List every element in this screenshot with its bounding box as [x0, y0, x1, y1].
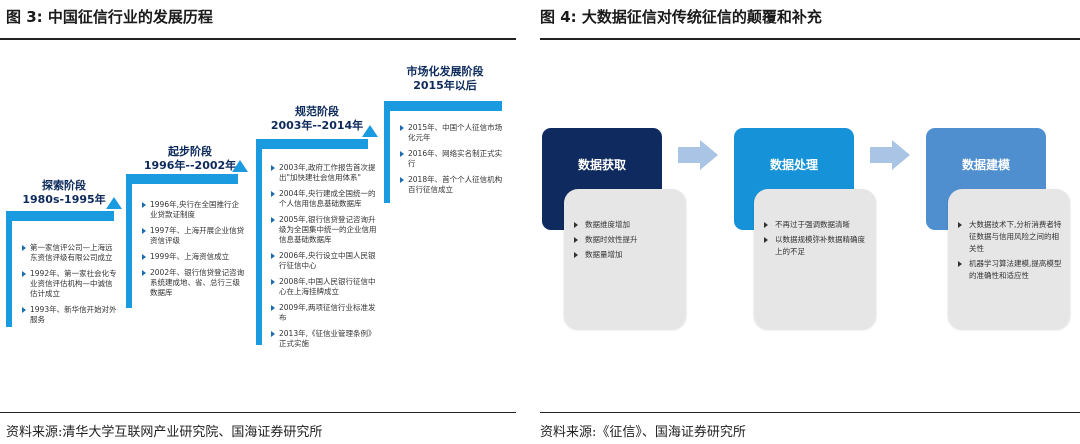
list-item: 2015年、中国个人征信市场化元年 [400, 123, 508, 143]
stage-3-title: 规范阶段 2003年--2014年 [270, 105, 364, 132]
stage-2-title: 起步阶段 1996年--2002年 [143, 145, 237, 172]
stage-2-bar [126, 174, 238, 184]
stage-2-items: 1996年,央行在全国推行企业贷款证制度 1997年、上海开展企业信贷资信评级 … [142, 200, 246, 304]
list-item: 数据时效性提升 [574, 234, 686, 246]
list-item: 大数据技术下,分析消费者特征数据与信用风险之间的相关性 [958, 219, 1064, 255]
list-item: 2008年,中国人民银行征信中心在上海挂牌成立 [271, 277, 377, 297]
stage-1-arrow [106, 197, 122, 209]
list-item: 2016年、网络实名制正式实行 [400, 149, 508, 169]
fig4-title: 图 4: 大数据征信对传统征信的颠覆和补充 [540, 8, 822, 26]
list-item: 1999年、上海资信成立 [142, 252, 246, 262]
list-item: 以数据规模弥补数据精确度上的不足 [764, 234, 868, 258]
list-item: 机器学习算法建模,提高模型的准确性和适应性 [958, 258, 1064, 282]
stage-1-items: 第一家信评公司—上海远东资信评级有限公司成立 1992年、第一家社会化专业资信评… [22, 243, 118, 331]
list-item: 2003年,政府工作报告首次提出"加快建社会信用体系" [271, 163, 377, 183]
stage-2-arrow [232, 160, 248, 172]
fig3-top-rule [0, 38, 516, 40]
fig4-bottom-rule [540, 412, 1080, 413]
fig3-title: 图 3: 中国征信行业的发展历程 [6, 8, 213, 26]
step-label: 数据处理 [769, 158, 818, 172]
fig3-timeline: 探索阶段 1980s-1995年 起步阶段 1996年--2002年 规范阶段 … [0, 45, 516, 400]
list-item: 2018年、首个个人征信机构百行征信成立 [400, 175, 508, 195]
stage-1-bar [6, 211, 114, 221]
list-item: 2013年,《征信业管理条例》正式实施 [271, 329, 377, 349]
fig3-bottom-rule [0, 412, 516, 413]
list-item: 2002年、银行信贷登记咨询系统建成地、省、总行三级数据库 [142, 268, 246, 298]
stage-4-post [384, 101, 390, 203]
list-item: 第一家信评公司—上海远东资信评级有限公司成立 [22, 243, 118, 263]
stage-3-arrow [362, 125, 378, 137]
list-item: 2005年,银行信贷登记咨询升级为全国集中统一的企业信用信息基础数据库 [271, 215, 377, 245]
list-item: 1992年、第一家社会化专业资信评估机构—中诚信估计成立 [22, 269, 118, 299]
stage-4-items: 2015年、中国个人征信市场化元年 2016年、网络实名制正式实行 2018年、… [400, 123, 508, 201]
fig3-source: 资料来源:清华大学互联网产业研究院、国海证券研究所 [6, 425, 323, 440]
list-item: 1996年,央行在全国推行企业贷款证制度 [142, 200, 246, 220]
list-item: 1993年、新华信开始对外服务 [22, 305, 118, 325]
list-item: 1997年、上海开展企业信贷资信评级 [142, 226, 246, 246]
list-item: 2009年,两项征信行业标准发布 [271, 303, 377, 323]
fig4-top-rule [540, 38, 1080, 40]
step-3-details: 大数据技术下,分析消费者特征数据与信用风险之间的相关性 机器学习算法建模,提高模… [948, 189, 1070, 329]
list-item: 数据维度增加 [574, 219, 686, 231]
stage-4-bar [384, 101, 502, 111]
stage-2-post [126, 174, 132, 308]
fig4-process: 数据获取 数据维度增加 数据时效性提升 数据量增加 数据处理 不再过于强调数据清… [540, 45, 1080, 400]
stage-3-items: 2003年,政府工作报告首次提出"加快建社会信用体系" 2004年,央行建成全国… [271, 163, 377, 355]
list-item: 2006年,央行设立中国人民银行征信中心 [271, 251, 377, 271]
list-item: 不再过于强调数据清晰 [764, 219, 868, 231]
step-1-details: 数据维度增加 数据时效性提升 数据量增加 [564, 189, 686, 329]
list-item: 2004年,央行建成全国统一的个人信用信息基础数据库 [271, 189, 377, 209]
stage-3-post [256, 139, 262, 345]
stage-1-post [6, 211, 12, 327]
stage-3-bar [256, 139, 368, 149]
list-item: 数据量增加 [574, 249, 686, 261]
chevron-right-icon [870, 140, 910, 170]
step-2-details: 不再过于强调数据清晰 以数据规模弥补数据精确度上的不足 [754, 189, 876, 329]
stage-1-title: 探索阶段 1980s-1995年 [22, 179, 106, 206]
step-label: 数据建模 [961, 158, 1010, 172]
fig4-source: 资料来源:《征信》、国海证券研究所 [540, 425, 746, 440]
stage-4-title: 市场化发展阶段 2015年以后 [406, 65, 484, 92]
chevron-right-icon [678, 140, 718, 170]
step-label: 数据获取 [577, 158, 626, 172]
